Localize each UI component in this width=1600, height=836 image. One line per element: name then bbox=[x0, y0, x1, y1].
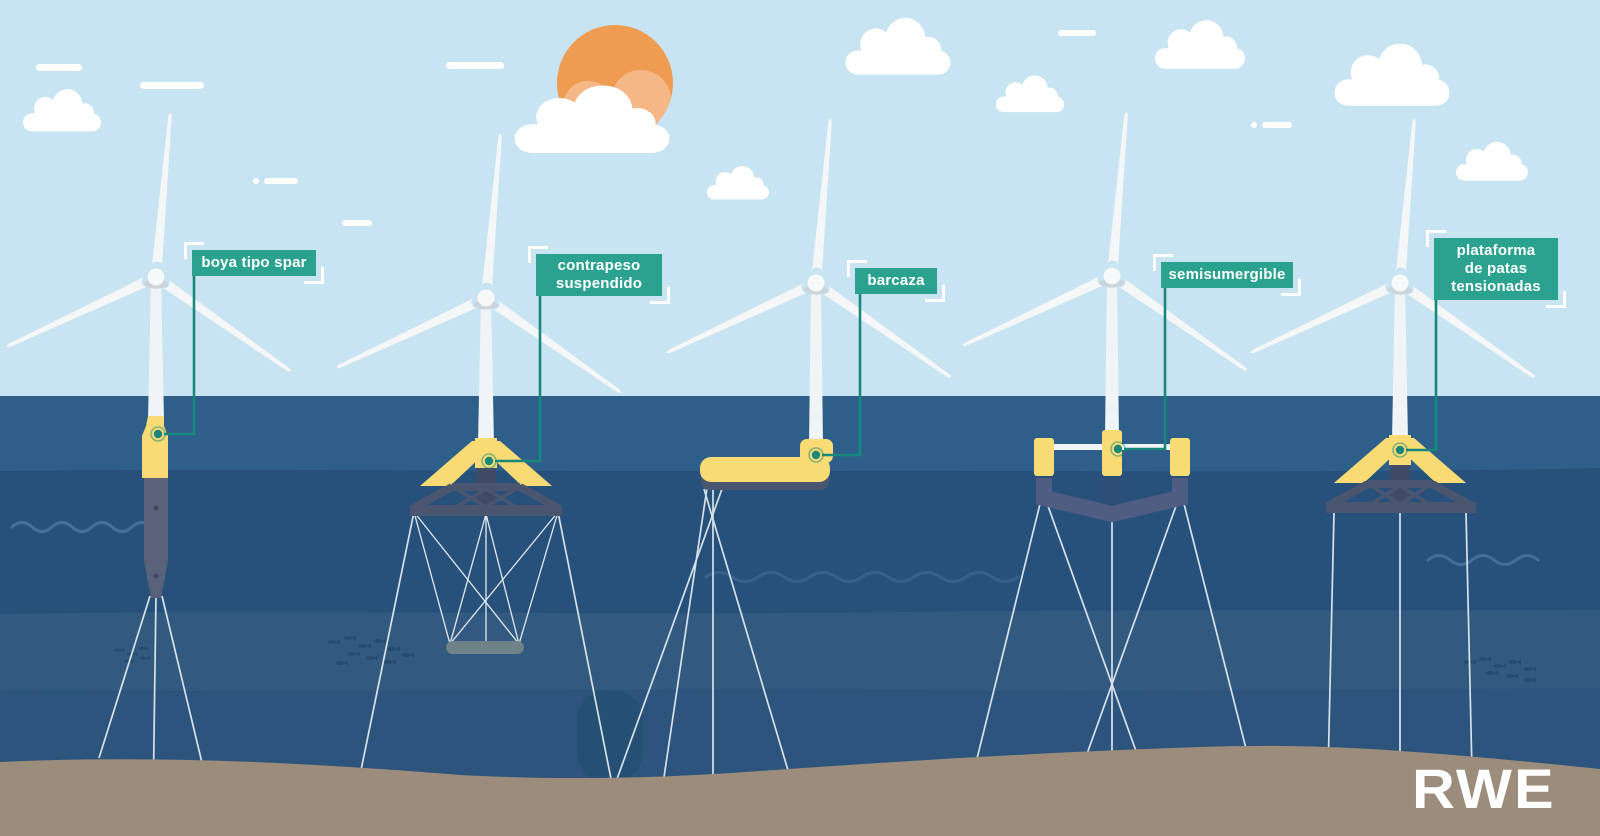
tripod-yellow bbox=[420, 441, 552, 486]
mooring-lines bbox=[967, 503, 1257, 806]
label-counterweight: contrapeso suspendido bbox=[528, 246, 670, 304]
counterweight-cables bbox=[413, 511, 559, 645]
label-spar-buoy: boya tipo spar bbox=[184, 242, 324, 284]
seafloor-shadow bbox=[577, 690, 643, 782]
sky-dash-icon bbox=[36, 30, 1292, 226]
tripod-yellow bbox=[1334, 438, 1466, 483]
spar-column bbox=[144, 478, 168, 598]
bracket-corner-icon bbox=[847, 260, 867, 277]
label-spar-buoy-text: boya tipo spar bbox=[201, 253, 307, 271]
label-barge: barcaza bbox=[847, 260, 945, 302]
turbine-tower bbox=[148, 277, 164, 420]
callout-line-tlp bbox=[1406, 300, 1438, 452]
callout-lines bbox=[164, 275, 1438, 463]
column-right bbox=[1170, 438, 1190, 476]
callout-line-counterweight bbox=[495, 296, 542, 463]
mooring-lines bbox=[616, 487, 791, 805]
label-semisub: semisumergible bbox=[1153, 254, 1301, 296]
callout-line-barge bbox=[822, 294, 862, 457]
tension-legs bbox=[1327, 511, 1473, 784]
bracket-corner-icon bbox=[650, 287, 670, 304]
truss-structure bbox=[1328, 480, 1472, 509]
bracket-corner-icon bbox=[304, 267, 324, 284]
turbine-tower bbox=[478, 298, 494, 444]
truss-structure bbox=[412, 483, 560, 512]
label-semisub-text: semisumergible bbox=[1168, 265, 1286, 283]
seabed bbox=[0, 745, 1600, 836]
bracket-corner-icon bbox=[1153, 254, 1173, 271]
pontoon bbox=[1036, 478, 1188, 523]
turbine-tower bbox=[1392, 283, 1408, 440]
rwe-logo: RWE bbox=[1412, 757, 1556, 820]
bracket-corner-icon bbox=[184, 242, 204, 259]
label-counterweight-text: contrapeso suspendido bbox=[555, 256, 643, 292]
callout-line-semisub bbox=[1124, 288, 1167, 451]
spar-buoy-top bbox=[142, 416, 168, 478]
bracket-corner-icon bbox=[528, 246, 548, 263]
counterweight-bar bbox=[446, 641, 524, 654]
turbine-spar-buoy bbox=[4, 100, 315, 809]
turbine-counterweight bbox=[334, 121, 645, 815]
turbine-tower bbox=[809, 283, 823, 446]
turbine-tlp bbox=[1248, 106, 1559, 784]
callout-anchor-dots bbox=[150, 426, 1408, 469]
mooring-lines bbox=[351, 511, 619, 815]
turbine-barge bbox=[616, 106, 975, 805]
column-left bbox=[1034, 438, 1054, 476]
bracket-corner-icon bbox=[1281, 279, 1301, 296]
bracket-corner-icon bbox=[1546, 291, 1566, 308]
turbine-semisub bbox=[960, 99, 1271, 806]
wave-icon bbox=[10, 521, 1540, 583]
turbine-tower bbox=[1105, 276, 1119, 438]
bracket-corner-icon bbox=[925, 285, 945, 302]
label-tlp: plataforma de patas tensionadas bbox=[1426, 230, 1566, 308]
callout-line-spar bbox=[164, 275, 196, 436]
center-column-submerged bbox=[1102, 476, 1122, 508]
label-tlp-text: plataforma de patas tensionadas bbox=[1451, 241, 1541, 296]
label-barge-text: barcaza bbox=[867, 271, 925, 289]
sky bbox=[0, 0, 1600, 398]
bracket-corner-icon bbox=[1426, 230, 1446, 247]
barge-hull bbox=[700, 457, 830, 482]
